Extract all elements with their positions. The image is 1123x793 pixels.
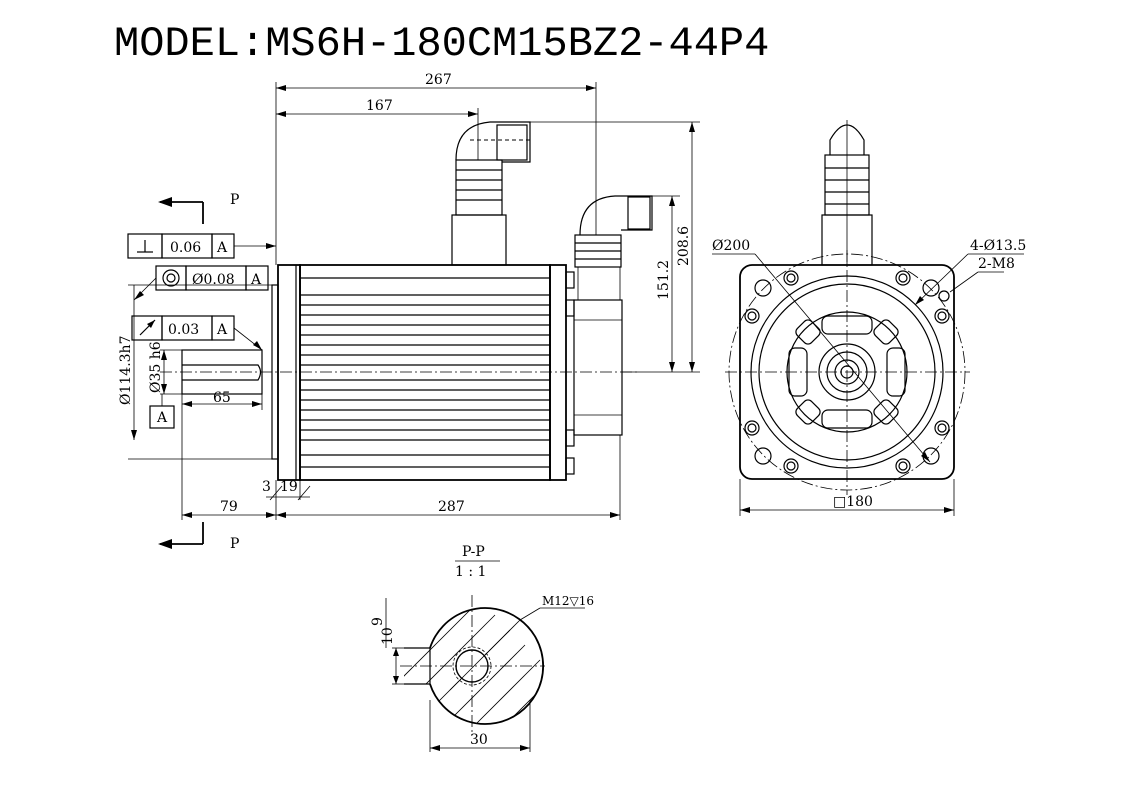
dim-3: 3 [262,479,271,495]
section-scale: 1 : 1 [455,564,486,580]
datum-a: A [156,410,168,426]
conc-value: Ø0.08 [192,272,235,288]
tolerance-perpendicularity: 0.06 A [127,233,276,259]
runout-datum: A [216,322,228,338]
tolerance-runout: 0.03 A [131,315,263,351]
side-view: 267 167 208.6 151.2 65 79 [118,72,700,552]
tolerance-concentricity: Ø0.08 A [133,265,269,301]
front-holes: 4-Ø13.5 [970,238,1026,254]
dim-65: 65 [213,390,231,406]
section-marker-bottom: P [230,536,239,552]
dim-79: 79 [220,499,238,515]
section-dim-10: 10 [380,627,396,645]
dim-19: 19 [280,479,298,495]
conc-datum: A [250,272,262,288]
dim-151-2: 151.2 [656,260,672,300]
section-thread: M12▽16 [542,594,594,608]
dia-200: Ø200 [712,238,750,254]
front-view: Ø200 4-Ø13.5 2-M8 □180 [712,120,1026,516]
section-dim-30: 30 [470,732,488,748]
dia-35: Ø35 h6 [148,341,164,393]
section-dim-9: 9 [370,617,386,626]
dim-167: 167 [366,98,393,114]
square-180: □180 [833,494,873,510]
front-threads: 2-M8 [978,256,1015,272]
dim-208-6: 208.6 [676,226,692,266]
section-marker-top: P [230,192,239,208]
dim-267: 267 [425,72,452,88]
dia-114: Ø114.3h7 [118,336,134,405]
section-label: P-P [462,544,485,560]
runout-value: 0.03 [168,322,199,338]
perp-value: 0.06 [170,240,201,256]
section-view: P-P 1 : 1 [370,544,594,752]
dim-287: 287 [438,499,465,515]
model-title: MODEL:MS6H-180CM15BZ2-44P4 [114,20,769,68]
perp-datum: A [216,240,228,256]
